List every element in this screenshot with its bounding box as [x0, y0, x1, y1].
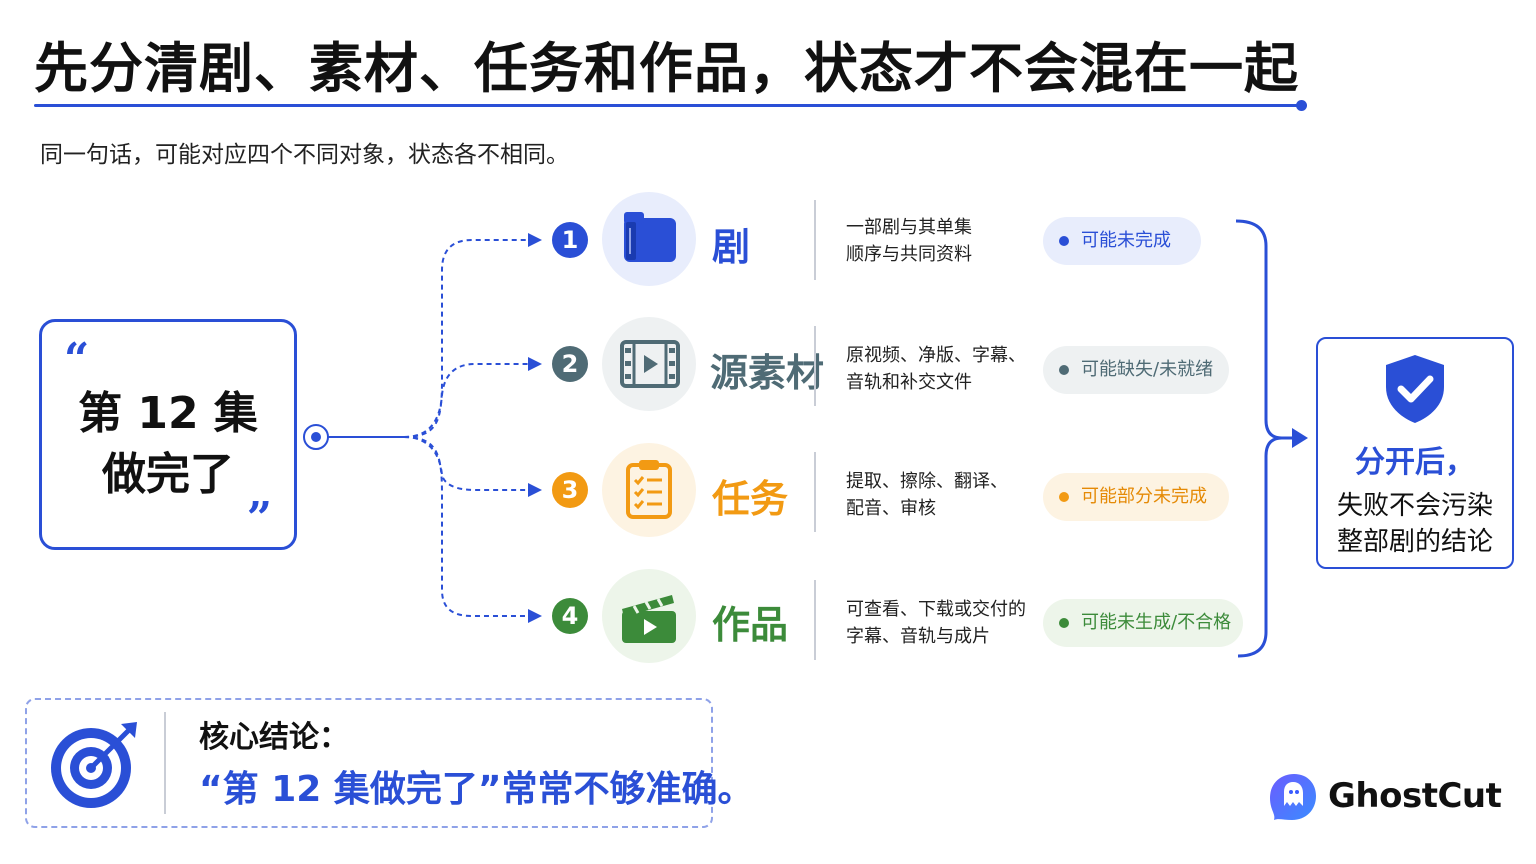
status-dot-icon — [1059, 492, 1069, 502]
core-conclusion-box: 核心结论： “第 12 集做完了”常常不够准确。 — [25, 698, 754, 828]
status-dot-icon — [1059, 236, 1069, 246]
item-4-number-badge: 4 — [552, 598, 588, 634]
arrowhead-4 — [528, 609, 542, 623]
brand-name: GhostCut — [1328, 776, 1502, 816]
connector-branch-4 — [403, 436, 530, 617]
result-title: 分开后， — [1355, 445, 1475, 480]
close-quote-icon: ” — [246, 493, 272, 544]
right-bracket — [1235, 219, 1283, 658]
result-box: 分开后， 失败不会污染 整部剧的结论 — [1316, 337, 1514, 569]
core-divider — [164, 712, 166, 814]
clipboard-checklist-icon — [602, 443, 696, 537]
title-underline — [34, 104, 1302, 107]
core-label: 核心结论： — [199, 720, 349, 755]
arrowhead-2 — [528, 357, 542, 371]
item-4-description: 可查看、下载或交付的 字幕、音轨与成片 — [846, 599, 1026, 647]
core-text: “第 12 集做完了”常常不够准确。 — [199, 769, 754, 810]
connector-node-icon — [303, 424, 329, 450]
item-2-status-badge: 可能缺失/未就绪 — [1043, 346, 1229, 394]
item-2-divider — [814, 326, 816, 406]
status-dot-icon — [1059, 365, 1069, 375]
page-title: 先分清剧、素材、任务和作品，状态才不会混在一起 — [34, 37, 1299, 100]
quote-line-2: 做完了 — [102, 449, 234, 500]
target-arrow-icon — [51, 722, 137, 808]
subtitle: 同一句话，可能对应四个不同对象，状态各不相同。 — [40, 142, 569, 168]
connector-branch-3 — [403, 436, 530, 491]
item-3-description: 提取、擦除、翻译、 配音、审核 — [846, 471, 1008, 519]
result-line-2: 整部剧的结论 — [1336, 527, 1493, 557]
item-4-divider — [814, 580, 816, 660]
ghost-logo-icon — [1270, 774, 1316, 820]
item-3-number-badge: 3 — [552, 472, 588, 508]
status-dot-icon — [1059, 618, 1069, 628]
shield-check-icon — [1386, 355, 1444, 423]
item-4-status-badge: 可能未生成/不合格 — [1043, 599, 1243, 647]
item-3-status-badge: 可能部分未完成 — [1043, 473, 1229, 521]
item-2-description: 原视频、净版、字幕、 音轨和补交文件 — [846, 345, 1026, 393]
connector-branch-2 — [403, 363, 530, 438]
item-2-number-badge: 2 — [552, 346, 588, 382]
item-3-label: 任务 — [712, 477, 789, 521]
item-3-divider — [814, 452, 816, 532]
item-2-label: 源素材 — [710, 351, 825, 395]
film-icon — [602, 317, 696, 411]
item-1-description: 一部剧与其单集 顺序与共同资料 — [846, 217, 972, 265]
title-underline-dot — [1296, 100, 1307, 111]
folder-icon — [602, 192, 696, 286]
connector-branch-1 — [403, 239, 530, 438]
quote-line-1: 第 12 集 — [78, 388, 258, 439]
item-1-status-badge: 可能未完成 — [1043, 217, 1201, 265]
arrowhead-3 — [528, 483, 542, 497]
clapperboard-icon — [602, 569, 696, 663]
item-1-label: 剧 — [712, 225, 751, 269]
quote-box: “ 第 12 集 做完了 ” — [39, 319, 297, 550]
item-4-label: 作品 — [712, 603, 789, 647]
result-line-1: 失败不会污染 — [1336, 491, 1493, 521]
arrowhead-1 — [528, 233, 542, 247]
item-1-divider — [814, 200, 816, 280]
bracket-arrowhead — [1292, 428, 1308, 448]
item-1-number-badge: 1 — [552, 222, 588, 258]
open-quote-icon: “ — [64, 334, 90, 385]
